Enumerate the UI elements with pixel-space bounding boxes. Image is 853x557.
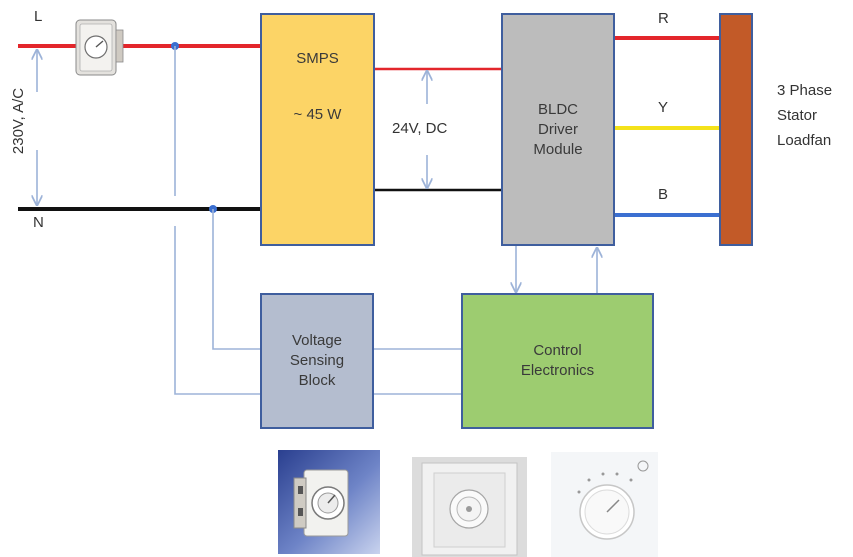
voltage-sensing-block: Voltage Sensing Block — [260, 293, 374, 429]
sensing-line2: Sensing — [289, 352, 345, 369]
driver-line2: Driver — [538, 120, 578, 138]
neutral-label: N — [33, 214, 44, 231]
load-label-line1: 3 Phase — [777, 82, 833, 99]
phase-y-label: Y — [658, 99, 669, 116]
smps-block: SMPS ~ 45 W — [260, 13, 375, 246]
live-sense-wire-lower — [174, 226, 262, 395]
control-electronics-block: Control Electronics — [461, 293, 654, 429]
phase-b-label: B — [658, 186, 669, 203]
stator-block — [719, 13, 753, 246]
round-knob-regulator-photo — [551, 452, 658, 557]
modular-regulator-photo — [278, 450, 380, 554]
smps-rating: ~ 45 W — [293, 106, 342, 123]
control-line1: Control — [533, 342, 582, 359]
driver-line3: Module — [533, 140, 583, 158]
bldc-driver-block: BLDC Driver Module — [501, 13, 615, 246]
neutral-sense-wire — [212, 209, 262, 350]
sensing-line1: Voltage — [291, 332, 343, 349]
phase-r-label: R — [658, 10, 669, 27]
driver-line1: BLDC — [537, 100, 578, 118]
line-label: L — [34, 8, 43, 25]
supply-voltage-label: 230V, A/C — [10, 87, 27, 155]
smps-title: SMPS — [296, 50, 339, 67]
load-label-line3: Loadfan — [777, 132, 832, 149]
regulator-switch-icon — [75, 19, 124, 76]
square-plate-regulator-photo — [412, 457, 527, 557]
control-line2: Electronics — [520, 362, 595, 379]
dc-voltage-label: 24V, DC — [392, 120, 448, 137]
sensing-line3: Block — [298, 372, 336, 389]
load-label-line2: Stator — [777, 107, 818, 124]
